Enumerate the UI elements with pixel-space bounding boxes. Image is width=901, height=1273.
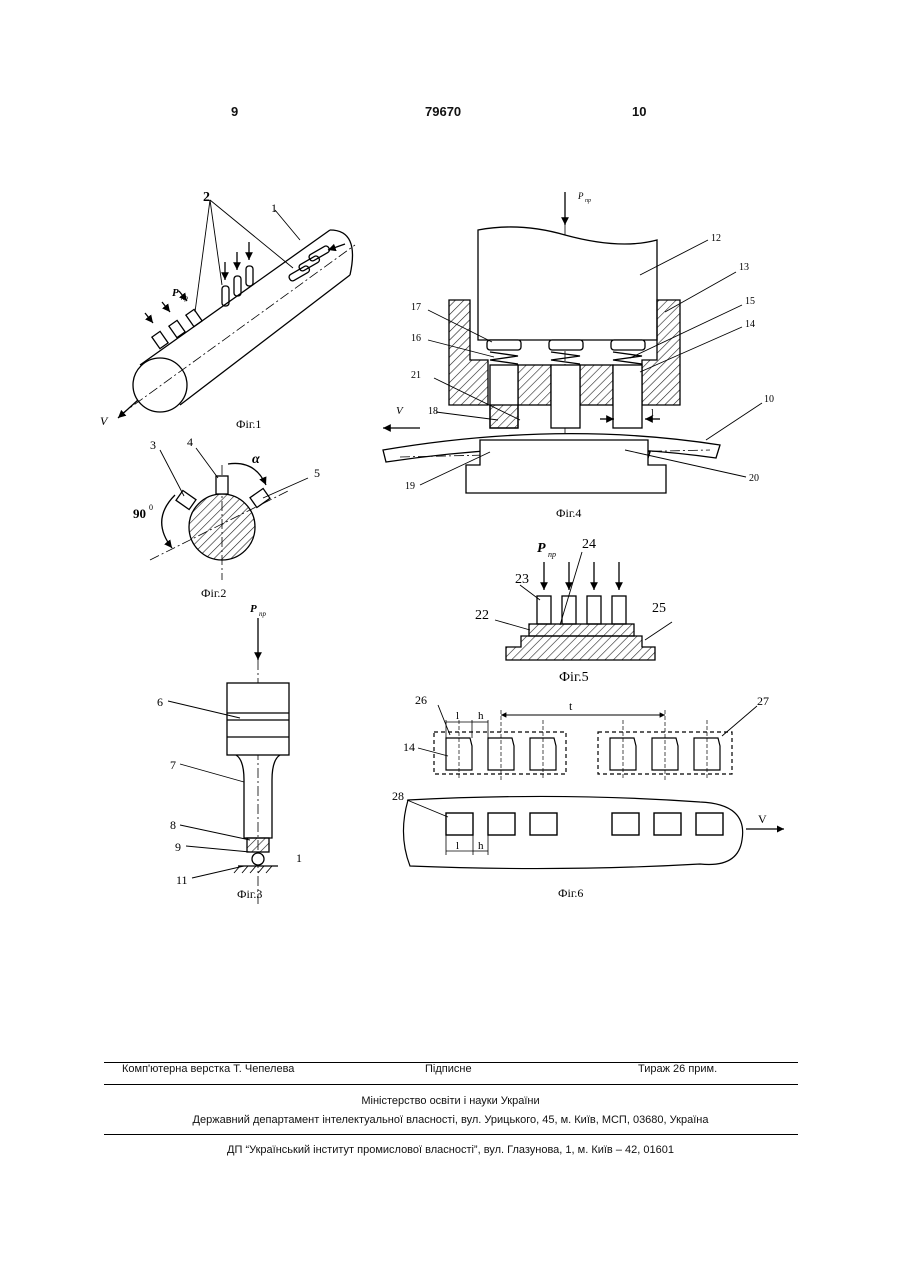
footer-circulation: Тираж 26 прим.	[638, 1063, 717, 1075]
fig4-label-12: 12	[711, 233, 721, 244]
footer-department: Державний департамент інтелектуальної вл…	[0, 1114, 901, 1126]
fig5-label-25: 25	[652, 601, 666, 616]
fig4-label-13: 13	[739, 262, 749, 273]
fig6-label-27: 27	[757, 694, 769, 708]
fig3-label-11: 11	[176, 873, 188, 887]
fig3-label-p-sub: пр	[259, 610, 267, 618]
fig2-label-alpha: α	[252, 452, 260, 467]
fig1-label-p-sub: пр	[181, 294, 189, 302]
fig2-label-5: 5	[314, 466, 320, 480]
figure-6	[403, 705, 784, 869]
footer-rule-bottom	[104, 1134, 798, 1135]
fig4-label-19: 19	[405, 481, 415, 492]
fig3-label-1: 1	[296, 851, 302, 865]
fig1-caption: Фіг.1	[236, 417, 261, 431]
fig6-label-26: 26	[415, 693, 427, 707]
figure-2	[150, 448, 308, 580]
fig4-label-v: V	[396, 405, 404, 417]
fig2-label-4: 4	[187, 435, 193, 449]
fig6-label-l-bottom: l	[456, 840, 459, 852]
fig4-label-10: 10	[764, 394, 774, 405]
footer-institute: ДП “Український інститут промислової вла…	[0, 1144, 901, 1156]
fig1-label-2: 2	[203, 190, 210, 205]
fig3-label-7: 7	[170, 758, 176, 772]
fig4-label-16: 16	[411, 333, 421, 344]
fig4-label-l: l	[651, 408, 654, 419]
footer-signed: Підписне	[425, 1063, 472, 1075]
fig4-label-p-sub: пр	[585, 198, 591, 204]
fig6-label-h-top: h	[478, 710, 484, 722]
fig3-label-8: 8	[170, 818, 176, 832]
fig4-label-21: 21	[411, 370, 421, 381]
fig2-label-degree: 0	[149, 503, 153, 512]
fig2-label-3: 3	[150, 438, 156, 452]
footer-rule-middle	[104, 1084, 798, 1085]
fig6-caption: Фіг.6	[558, 886, 583, 900]
fig2-caption: Фіг.2	[201, 586, 226, 600]
fig4-label-20: 20	[749, 473, 759, 484]
fig5-label-23: 23	[515, 572, 529, 587]
fig3-label-9: 9	[175, 840, 181, 854]
fig4-label-14: 14	[745, 319, 755, 330]
fig5-label-22: 22	[475, 608, 489, 623]
figure-5	[495, 552, 672, 660]
fig1-label-1: 1	[271, 201, 277, 215]
figure-1	[118, 200, 355, 418]
fig6-label-v: V	[758, 812, 767, 826]
fig6-label-l-top: l	[456, 710, 459, 722]
fig3-label-6: 6	[157, 695, 163, 709]
fig5-caption: Фіг.5	[559, 670, 589, 685]
fig4-label-18: 18	[428, 406, 438, 417]
fig6-label-t: t	[569, 699, 573, 713]
fig5-label-24: 24	[582, 537, 596, 552]
fig4-label-15: 15	[745, 296, 755, 307]
fig1-label-p: P	[172, 287, 179, 299]
fig5-label-p-sub: пр	[548, 550, 556, 559]
fig3-caption: Фіг.3	[237, 887, 262, 901]
figure-4	[383, 192, 762, 493]
fig4-label-p: P	[577, 191, 584, 201]
footer-layout-credit: Комп'ютерна верстка Т. Чепелева	[122, 1063, 294, 1075]
fig6-label-28: 28	[392, 789, 404, 803]
fig4-caption: Фіг.4	[556, 506, 581, 520]
fig6-label-14: 14	[403, 740, 415, 754]
fig5-label-p: P	[537, 541, 546, 556]
fig6-label-h-bottom: h	[478, 840, 484, 852]
figure-3	[168, 618, 289, 905]
fig4-label-17: 17	[411, 302, 421, 313]
fig1-label-v: V	[100, 414, 109, 428]
footer-ministry: Міністерство освіти і науки України	[0, 1095, 901, 1107]
fig2-label-angle: 90	[133, 506, 146, 521]
fig3-label-p: P	[250, 603, 257, 615]
